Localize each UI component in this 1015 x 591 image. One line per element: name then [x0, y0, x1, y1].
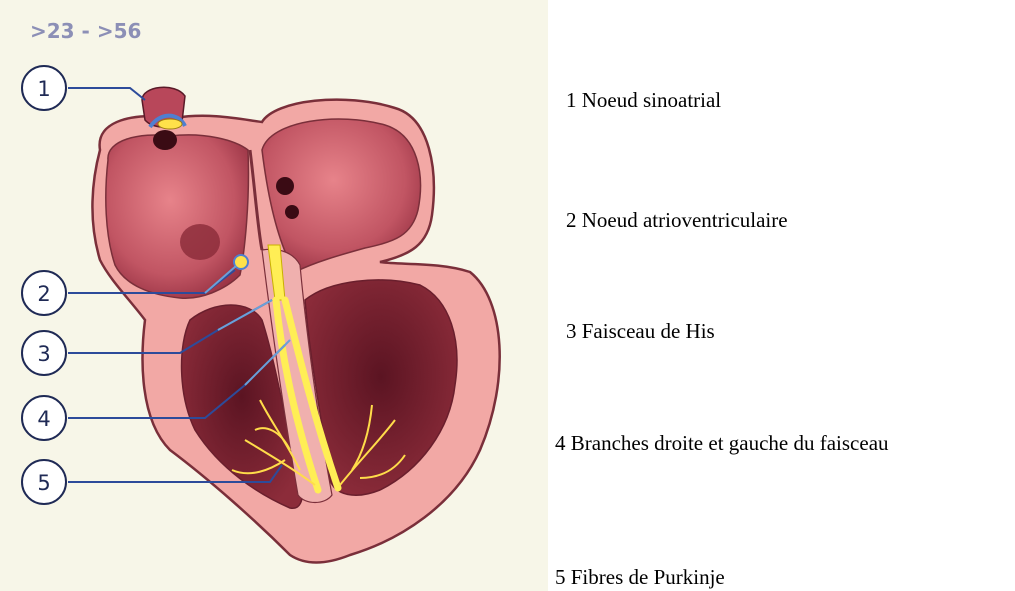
caption-bundle-of-his: 3 Faisceau de His: [566, 319, 715, 344]
callout-5: 5: [22, 460, 66, 504]
range-label: >23 - >56: [30, 19, 141, 43]
callout-2: 2: [22, 271, 66, 315]
caption-bundle-branches: 4 Branches droite et gauche du faisceau: [555, 431, 889, 456]
callout-4: 4: [22, 396, 66, 440]
callout-3-number: 3: [37, 342, 50, 366]
pulmonary-vein-opening-2: [285, 205, 299, 219]
vena-cava-opening: [153, 130, 177, 150]
callout-1-number: 1: [37, 77, 50, 101]
callout-4-number: 4: [37, 407, 50, 431]
sa-node: [158, 119, 182, 129]
callout-2-number: 2: [37, 282, 50, 306]
coronary-sinus-opening: [180, 224, 220, 260]
caption-sinoatrial-node: 1 Noeud sinoatrial: [566, 88, 721, 113]
pulmonary-vein-opening-1: [276, 177, 294, 195]
callout-1: 1: [22, 66, 66, 110]
caption-purkinje-fibres: 5 Fibres de Purkinje: [555, 565, 725, 590]
heart-conduction-figure: >23 - >56: [0, 0, 548, 591]
heart-illustration: >23 - >56: [0, 0, 548, 591]
caption-atrioventricular-node: 2 Noeud atrioventriculaire: [566, 208, 788, 233]
callout-3: 3: [22, 331, 66, 375]
callout-5-number: 5: [37, 471, 50, 495]
